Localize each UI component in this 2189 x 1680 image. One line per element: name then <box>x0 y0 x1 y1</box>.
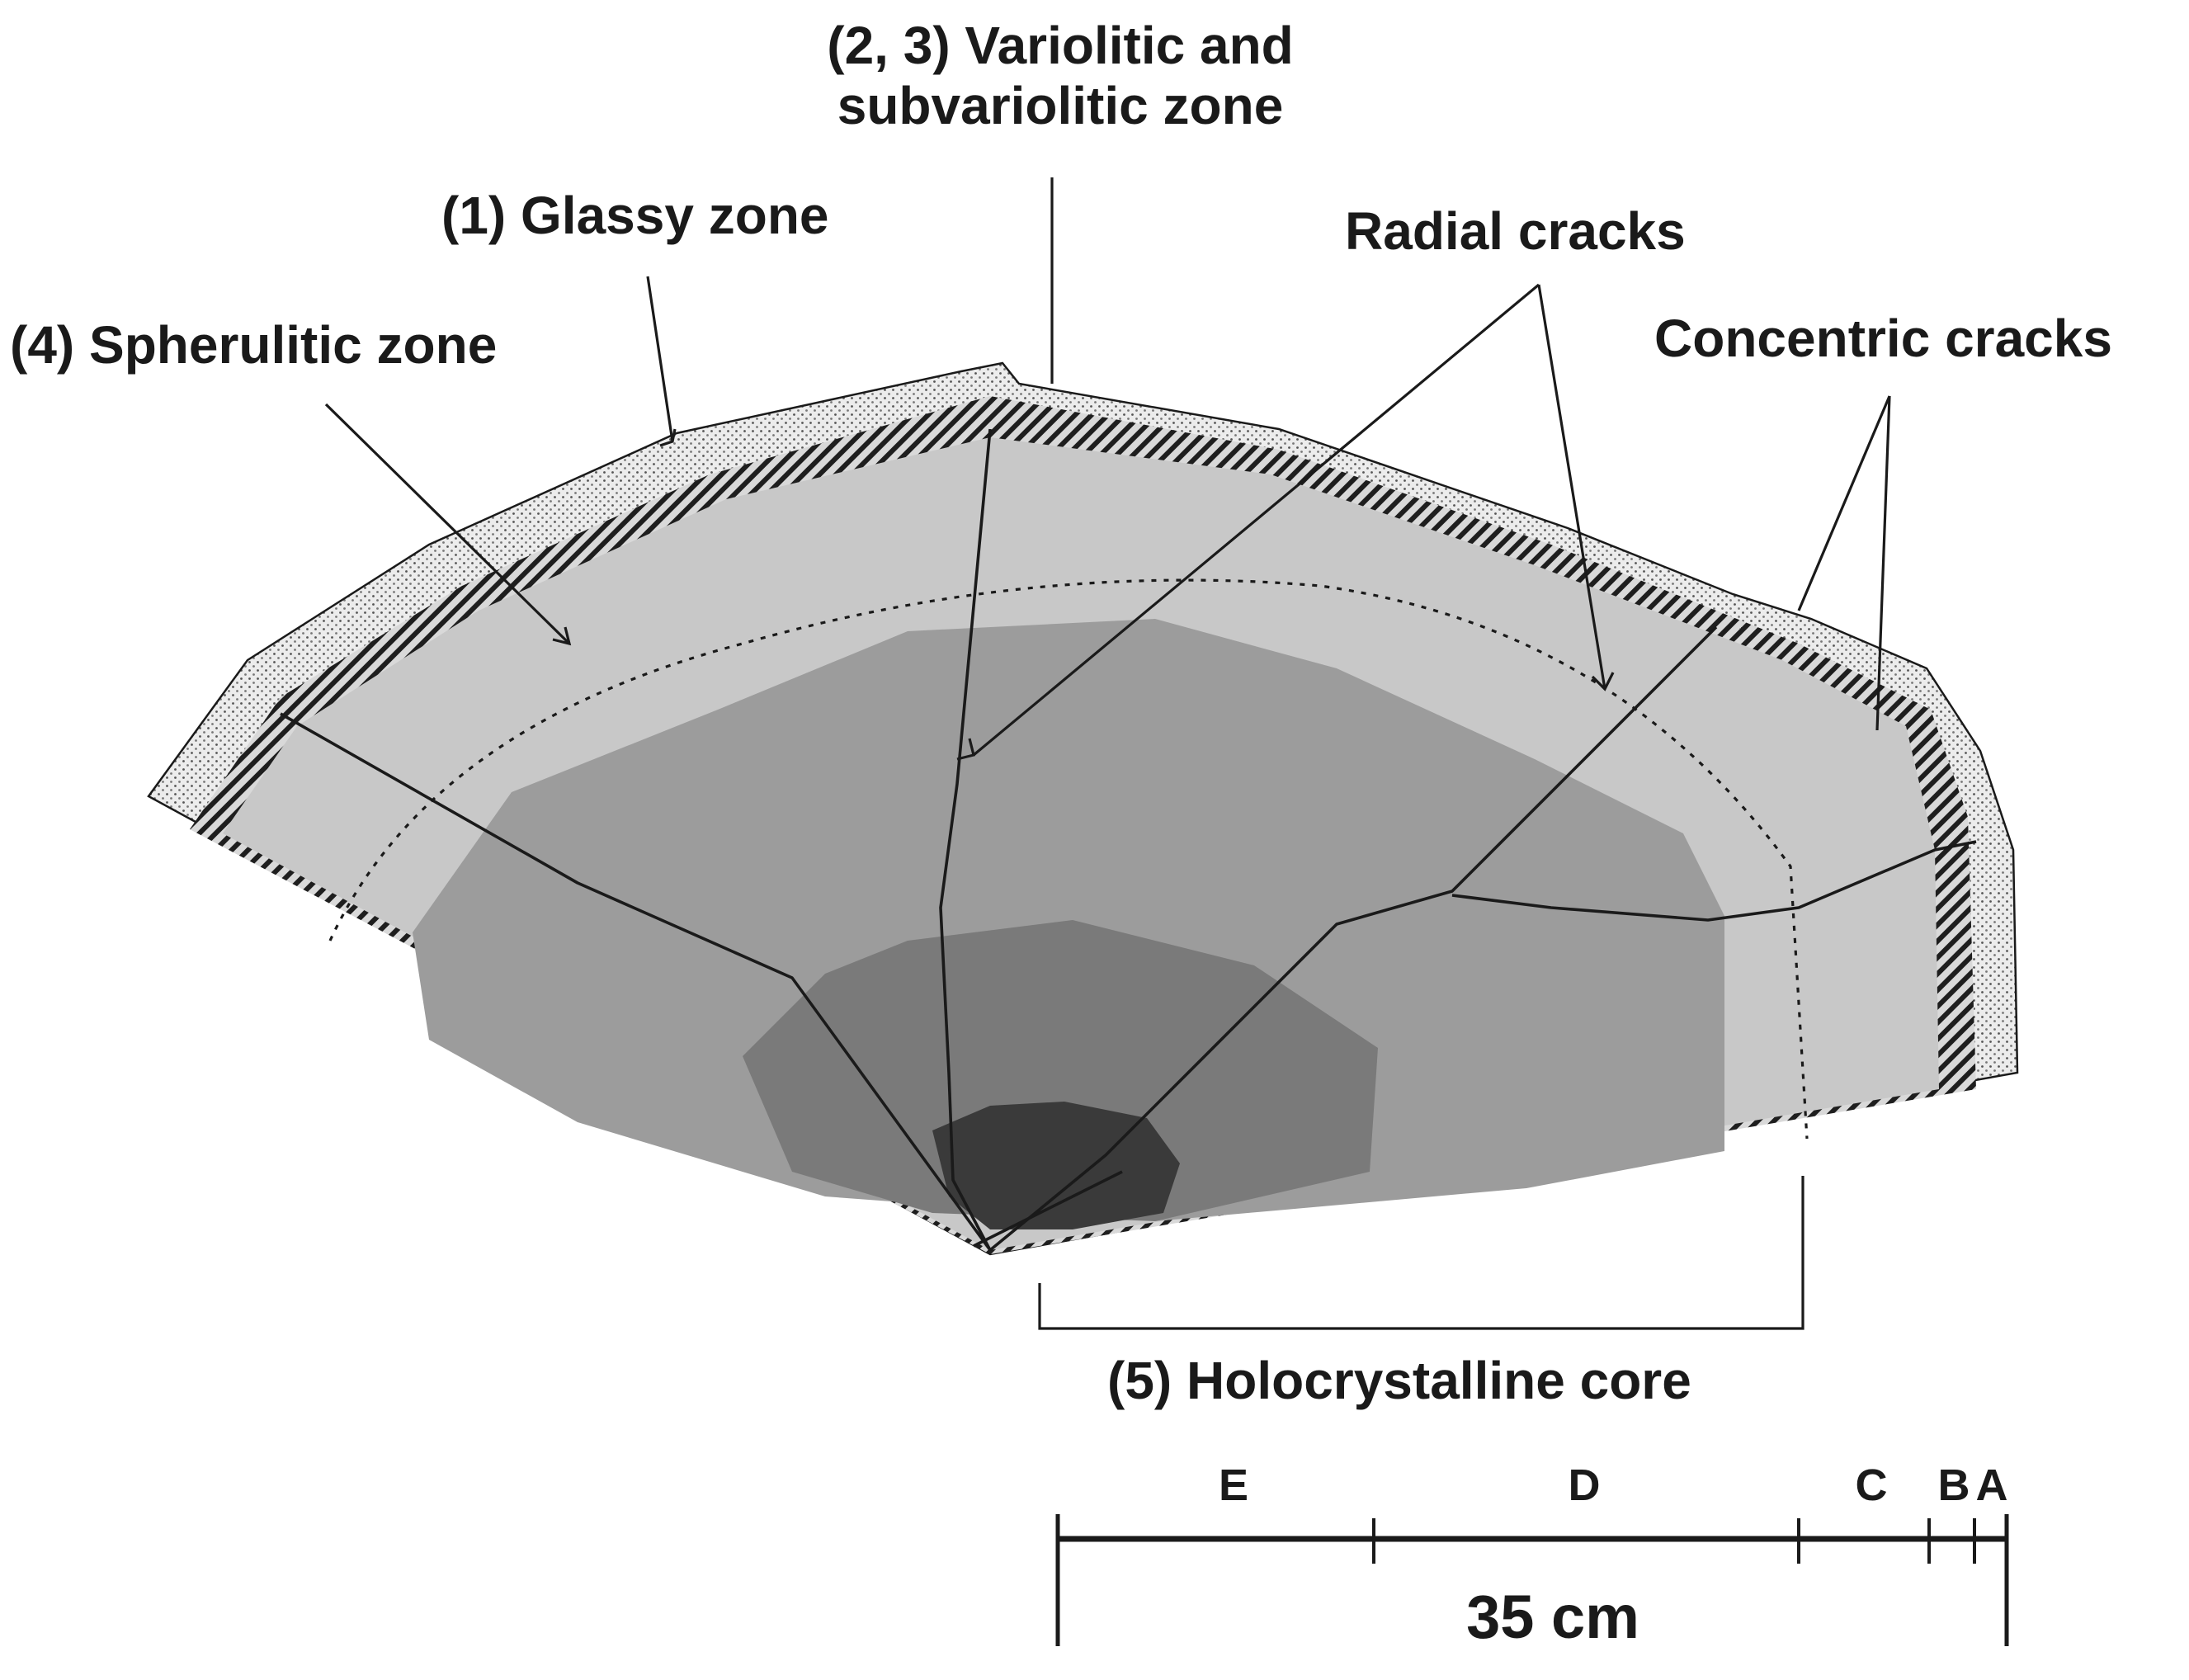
scale-segment-a: A <box>1976 1461 2008 1510</box>
variolitic-label-line1: (2, 3) Variolitic and <box>827 16 1294 75</box>
scale-segment-c: C <box>1856 1461 1888 1510</box>
core-bracket <box>1038 1176 1805 1330</box>
concentric-cracks-label: Concentric cracks <box>1654 309 2112 368</box>
glassy-zone-label: (1) Glassy zone <box>441 186 829 245</box>
variolitic-label-line2: subvariolitic zone <box>837 76 1284 135</box>
core-mid-zone <box>743 920 1378 1221</box>
scale-segment-e: E <box>1219 1461 1248 1510</box>
core-label: (5) Holocrystalline core <box>1107 1351 1691 1410</box>
radial-cracks <box>280 428 1977 1252</box>
scale-segment-b: B <box>1938 1461 1970 1510</box>
scale-bar: E D C B A 35 cm <box>1055 1461 2009 1651</box>
leader-lines <box>324 177 1891 761</box>
scale-length-label: 35 cm <box>1466 1583 1639 1651</box>
core-inner-zone <box>932 1102 1180 1229</box>
spherulitic-zone-label: (4) Spherulitic zone <box>10 315 497 375</box>
core-outer-zone <box>413 619 1724 1221</box>
scale-segment-d: D <box>1569 1461 1601 1510</box>
radial-cracks-label: Radial cracks <box>1345 201 1686 261</box>
